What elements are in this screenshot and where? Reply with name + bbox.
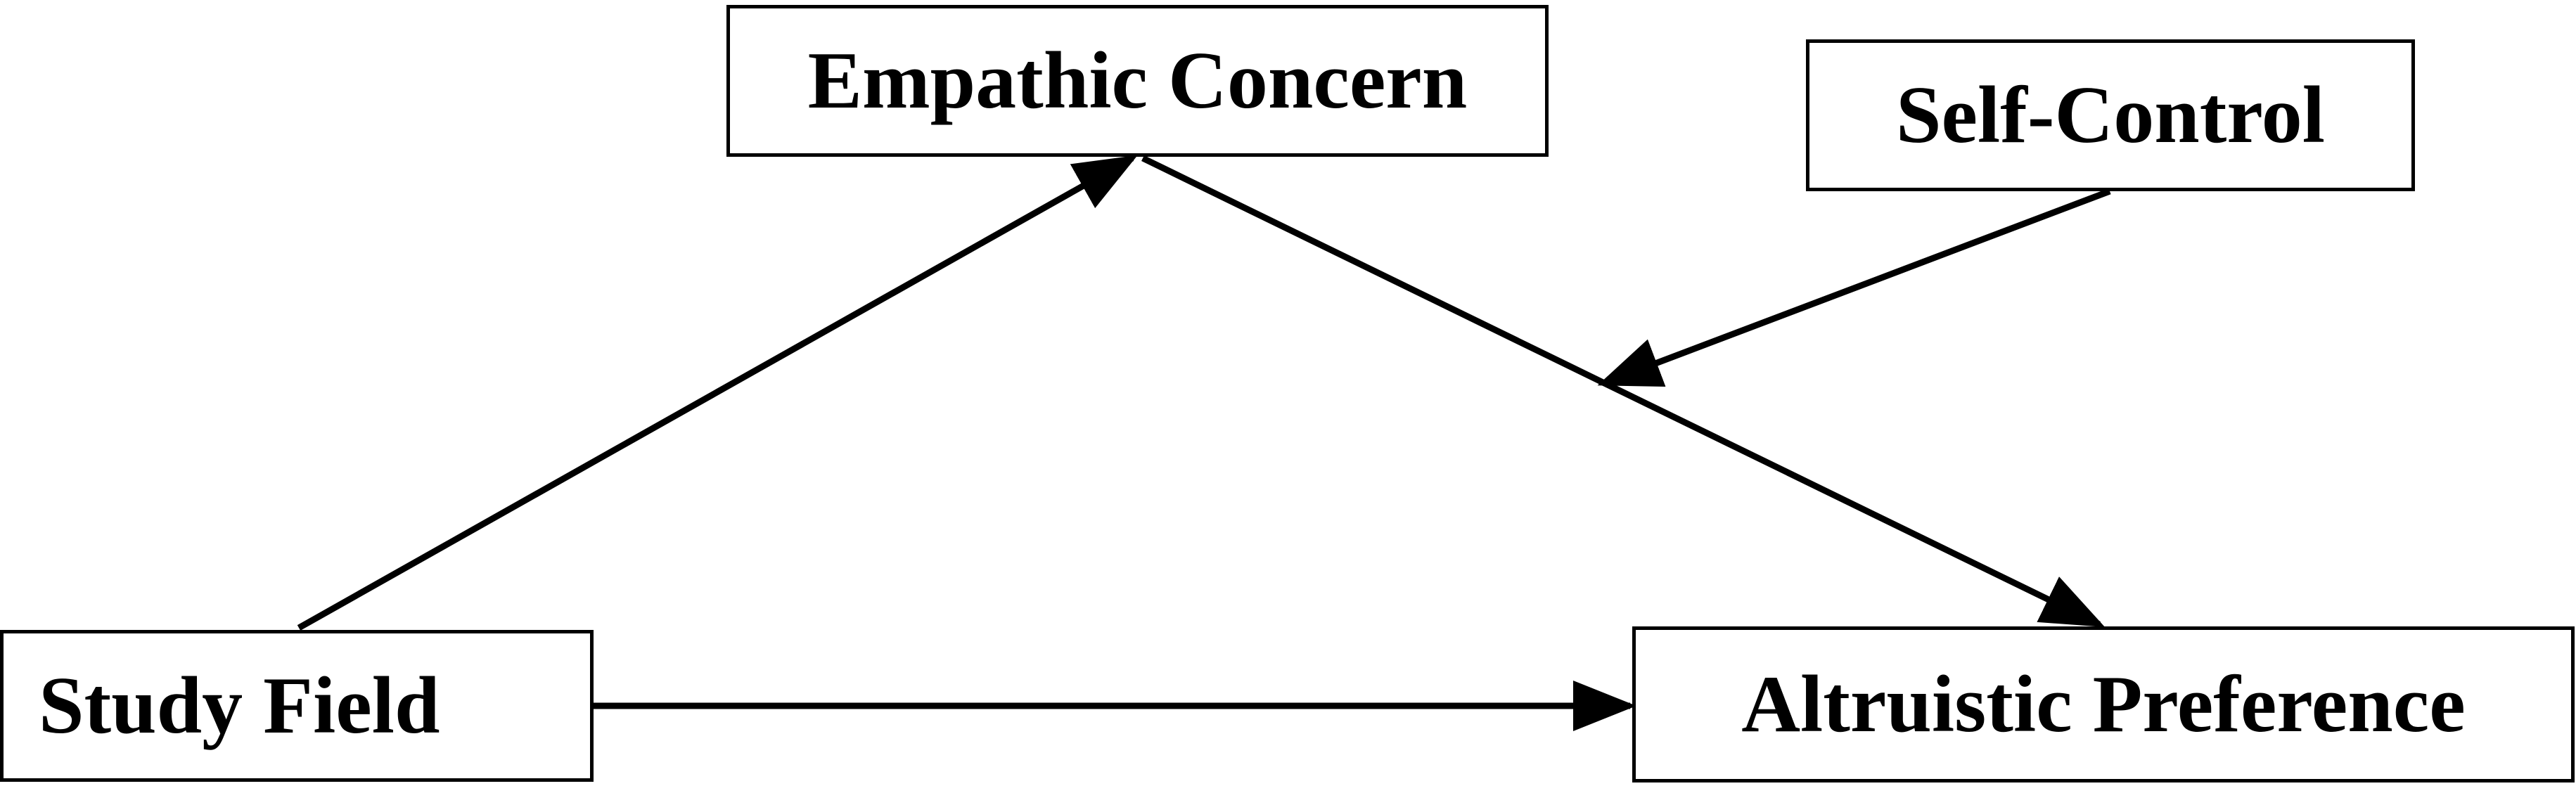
- node-empathic-concern-label: Empathic Concern: [807, 35, 1468, 126]
- node-altruistic-preference: Altruistic Preference: [1632, 626, 2575, 782]
- node-study-field: Study Field: [0, 630, 594, 782]
- arrow-study-field-to-empathic-concern: [297, 155, 1138, 631]
- node-self-control: Self-Control: [1806, 39, 2415, 191]
- node-self-control-label: Self-Control: [1895, 70, 2326, 160]
- arrow-self-control-moderation: [1597, 188, 2111, 387]
- arrow-empathic-concern-to-altruistic-preference: [1141, 155, 2106, 628]
- node-empathic-concern: Empathic Concern: [726, 5, 1549, 157]
- node-altruistic-preference-label: Altruistic Preference: [1741, 659, 2466, 749]
- node-study-field-label: Study Field: [39, 660, 440, 751]
